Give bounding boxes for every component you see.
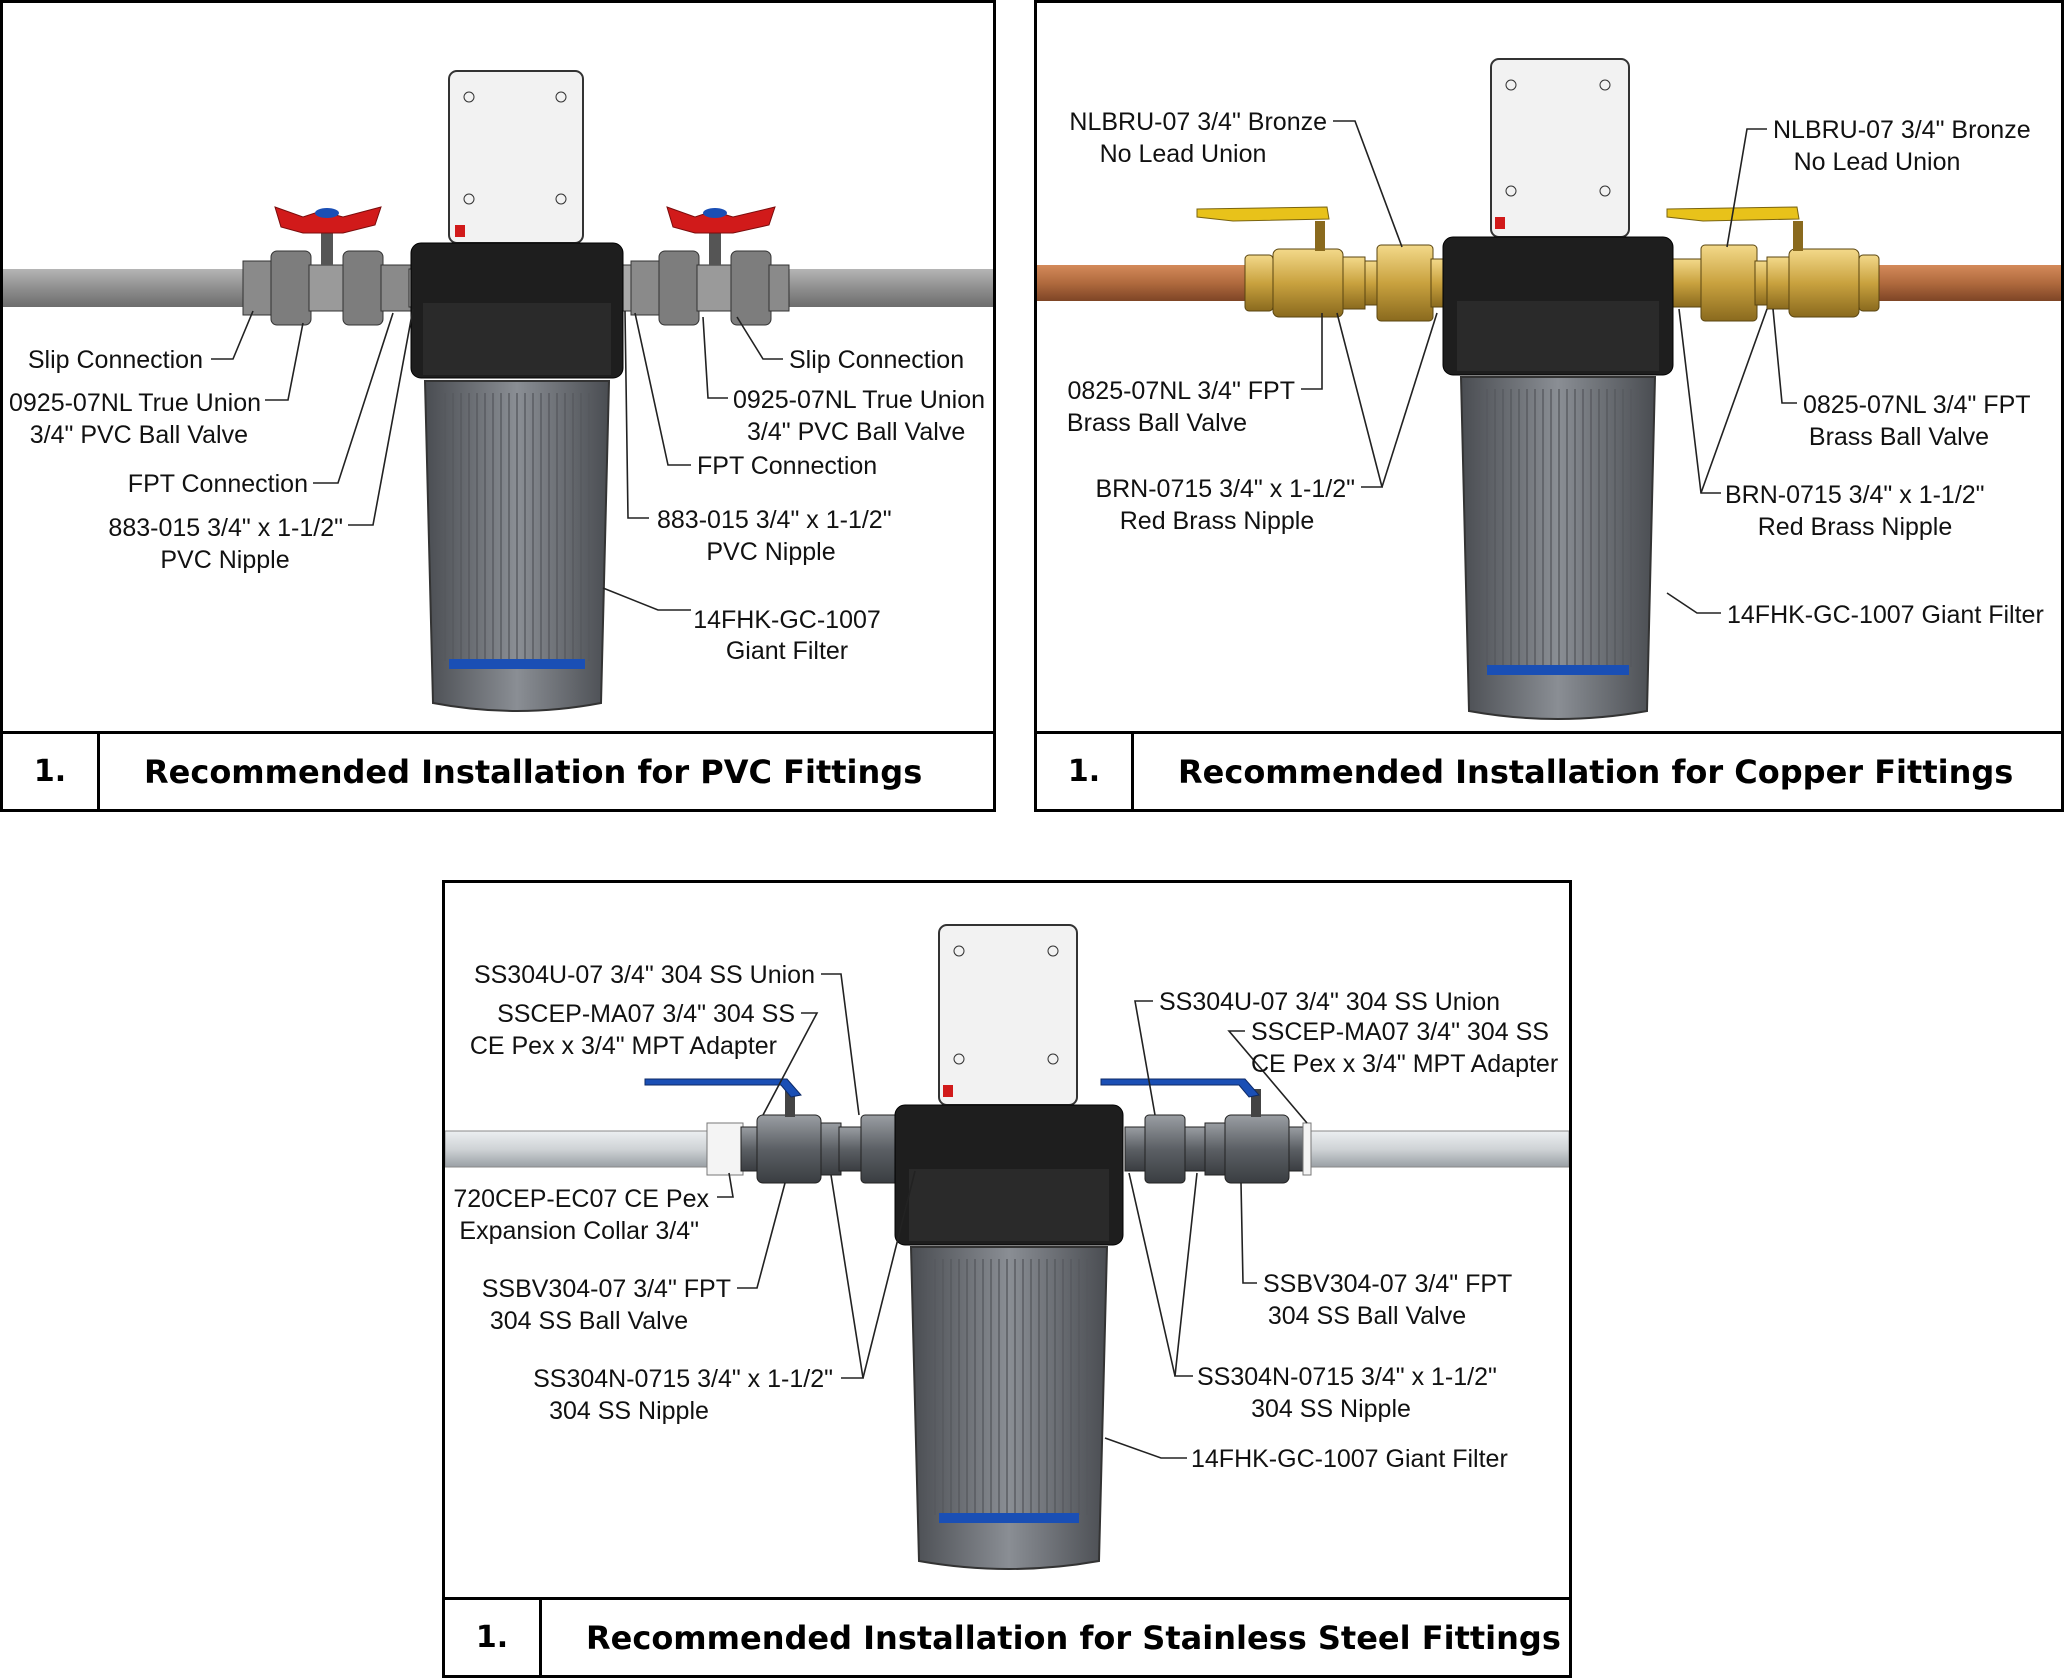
copper-ball-valve-right — [1666, 206, 1880, 318]
pvc-ball-valve-right — [620, 206, 790, 326]
pvc-giant-filter — [410, 70, 624, 712]
stainless-union-right — [1124, 1114, 1208, 1184]
stainless-caption-number: 1. — [445, 1600, 542, 1675]
stainless-label-collar-1: 720CEP-EC07 CE Pex — [453, 1185, 709, 1213]
copper-label-union-left-1: NLBRU-07 3/4" Bronze — [1069, 108, 1327, 136]
pvc-label-slip-left: Slip Connection — [28, 346, 203, 374]
pvc-label-filter-2: Giant Filter — [726, 637, 848, 665]
copper-label-valve-right-2: Brass Ball Valve — [1809, 423, 1989, 451]
stainless-label-nipple-left-2: 304 SS Nipple — [549, 1397, 709, 1425]
copper-caption: 1. Recommended Installation for Copper F… — [1037, 731, 2061, 809]
pvc-label-valve-left-2: 3/4" PVC Ball Valve — [30, 421, 248, 449]
pvc-label-fpt-left: FPT Connection — [128, 470, 308, 498]
pvc-label-valve-left-1: 0925-07NL True Union — [9, 389, 261, 417]
stainless-label-nipple-left-1: SS304N-0715 3/4" x 1-1/2" — [533, 1365, 833, 1393]
stainless-label-collar-2: Expansion Collar 3/4" — [459, 1217, 699, 1245]
stainless-label-valve-right-1: SSBV304-07 3/4" FPT — [1263, 1270, 1512, 1298]
stainless-label-valve-left-1: SSBV304-07 3/4" FPT — [482, 1275, 731, 1303]
pvc-label-slip-right: Slip Connection — [789, 346, 964, 374]
copper-giant-filter — [1442, 58, 1674, 720]
copper-label-nipple-left-1: BRN-0715 3/4" x 1-1/2" — [1095, 475, 1355, 503]
pvc-caption: 1. Recommended Installation for PVC Fitt… — [3, 731, 993, 809]
pvc-caption-title: Recommended Installation for PVC Fitting… — [144, 752, 923, 791]
pvc-diagram: Slip Connection 0925-07NL True Union 3/4… — [3, 70, 993, 712]
pvc-label-nipple-right-1: 883-015 3/4" x 1-1/2" — [657, 506, 892, 534]
stainless-label-adapter-right-2: CE Pex x 3/4" MPT Adapter — [1251, 1050, 1558, 1078]
stainless-label-adapter-left-2: CE Pex x 3/4" MPT Adapter — [470, 1032, 777, 1060]
panel-pvc: Slip Connection 0925-07NL True Union 3/4… — [0, 0, 996, 812]
copper-pipe-left — [1037, 265, 1249, 301]
stainless-pipe-right — [1308, 1130, 1569, 1168]
copper-label-union-right-1: NLBRU-07 3/4" Bronze — [1773, 116, 2031, 144]
copper-pipe-right — [1857, 265, 2061, 301]
panel-copper: NLBRU-07 3/4" Bronze No Lead Union NLBRU… — [1034, 0, 2064, 812]
copper-label-valve-left-1: 0825-07NL 3/4" FPT — [1067, 377, 1295, 405]
pvc-label-fpt-right: FPT Connection — [697, 452, 877, 480]
pvc-pipe-right — [783, 269, 993, 307]
copper-label-nipple-right-2: Red Brass Nipple — [1758, 513, 1953, 541]
copper-label-valve-left-2: Brass Ball Valve — [1067, 409, 1247, 437]
stainless-caption-title: Recommended Installation for Stainless S… — [586, 1618, 1561, 1657]
pvc-caption-number: 1. — [3, 734, 100, 809]
copper-label-nipple-left-2: Red Brass Nipple — [1120, 507, 1315, 535]
copper-ball-valve-left — [1196, 206, 1366, 318]
copper-label-valve-right-1: 0825-07NL 3/4" FPT — [1803, 391, 2031, 419]
copper-label-union-left-2: No Lead Union — [1100, 140, 1267, 168]
copper-label-filter: 14FHK-GC-1007 Giant Filter — [1727, 601, 2044, 629]
stainless-pipe-left — [445, 1130, 708, 1168]
stainless-label-filter: 14FHK-GC-1007 Giant Filter — [1191, 1445, 1508, 1473]
pvc-label-valve-right-1: 0925-07NL True Union — [733, 386, 985, 414]
stainless-caption: 1. Recommended Installation for Stainles… — [445, 1597, 1569, 1675]
pvc-label-valve-right-2: 3/4" PVC Ball Valve — [747, 418, 965, 446]
copper-union-right — [1672, 244, 1770, 322]
stainless-label-valve-right-2: 304 SS Ball Valve — [1268, 1302, 1466, 1330]
copper-caption-number: 1. — [1037, 734, 1134, 809]
pvc-label-filter-1: 14FHK-GC-1007 — [693, 606, 881, 634]
stainless-label-valve-left-2: 304 SS Ball Valve — [490, 1307, 688, 1335]
stainless-label-nipple-right-1: SS304N-0715 3/4" x 1-1/2" — [1197, 1363, 1497, 1391]
copper-label-union-right-2: No Lead Union — [1794, 148, 1961, 176]
stainless-giant-filter — [894, 924, 1124, 1570]
copper-label-nipple-right-1: BRN-0715 3/4" x 1-1/2" — [1725, 481, 1985, 509]
copper-caption-title: Recommended Installation for Copper Fitt… — [1178, 752, 2014, 791]
stainless-label-union-left: SS304U-07 3/4" 304 SS Union — [474, 961, 815, 989]
stainless-label-union-right: SS304U-07 3/4" 304 SS Union — [1159, 988, 1500, 1016]
stainless-diagram: SS304U-07 3/4" 304 SS Union SSCEP-MA07 3… — [445, 924, 1569, 1570]
pvc-label-nipple-left-1: 883-015 3/4" x 1-1/2" — [108, 514, 343, 542]
pvc-ball-valve-left — [242, 206, 412, 326]
stainless-valve-left — [644, 1078, 842, 1184]
pvc-pipe-left — [3, 269, 248, 307]
pvc-label-nipple-right-2: PVC Nipple — [706, 538, 835, 566]
stainless-label-adapter-right-1: SSCEP-MA07 3/4" 304 SS — [1251, 1018, 1549, 1046]
copper-diagram: NLBRU-07 3/4" Bronze No Lead Union NLBRU… — [1037, 58, 2061, 720]
pvc-label-nipple-left-2: PVC Nipple — [160, 546, 289, 574]
stainless-valve-right — [1100, 1078, 1312, 1184]
stainless-label-nipple-right-2: 304 SS Nipple — [1251, 1395, 1411, 1423]
panel-stainless: SS304U-07 3/4" 304 SS Union SSCEP-MA07 3… — [442, 880, 1572, 1678]
stainless-label-adapter-left-1: SSCEP-MA07 3/4" 304 SS — [497, 1000, 795, 1028]
